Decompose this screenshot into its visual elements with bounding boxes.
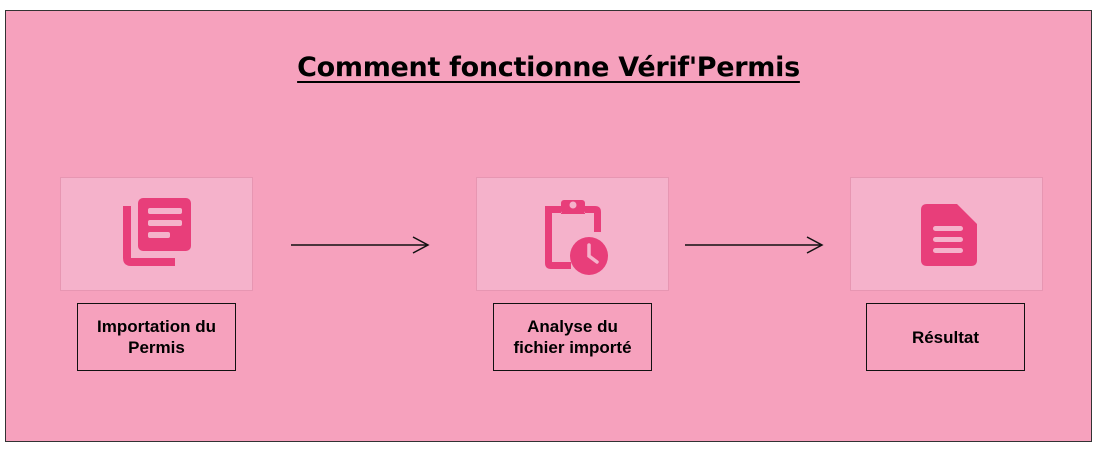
step-2-label-text: Analyse du fichier importé xyxy=(513,317,632,357)
step-3-icon-box xyxy=(850,177,1043,291)
step-3-label: Résultat xyxy=(866,303,1025,371)
step-1-icon-box xyxy=(60,177,253,291)
step-3-label-text: Résultat xyxy=(911,327,980,347)
clipboard-clock-icon xyxy=(544,200,608,275)
step-1-label-text: Importation du Permis xyxy=(97,317,216,357)
step-2-label: Analyse du fichier importé xyxy=(493,303,652,371)
diagram-title: Comment fonctionne Vérif'Permis xyxy=(297,52,800,83)
arrow-2 xyxy=(685,236,824,254)
arrow-1 xyxy=(291,236,430,254)
library-books-icon xyxy=(122,198,191,266)
step-2-icon-box xyxy=(476,177,669,291)
step-1-label: Importation du Permis xyxy=(77,303,236,371)
document-icon xyxy=(920,204,977,266)
